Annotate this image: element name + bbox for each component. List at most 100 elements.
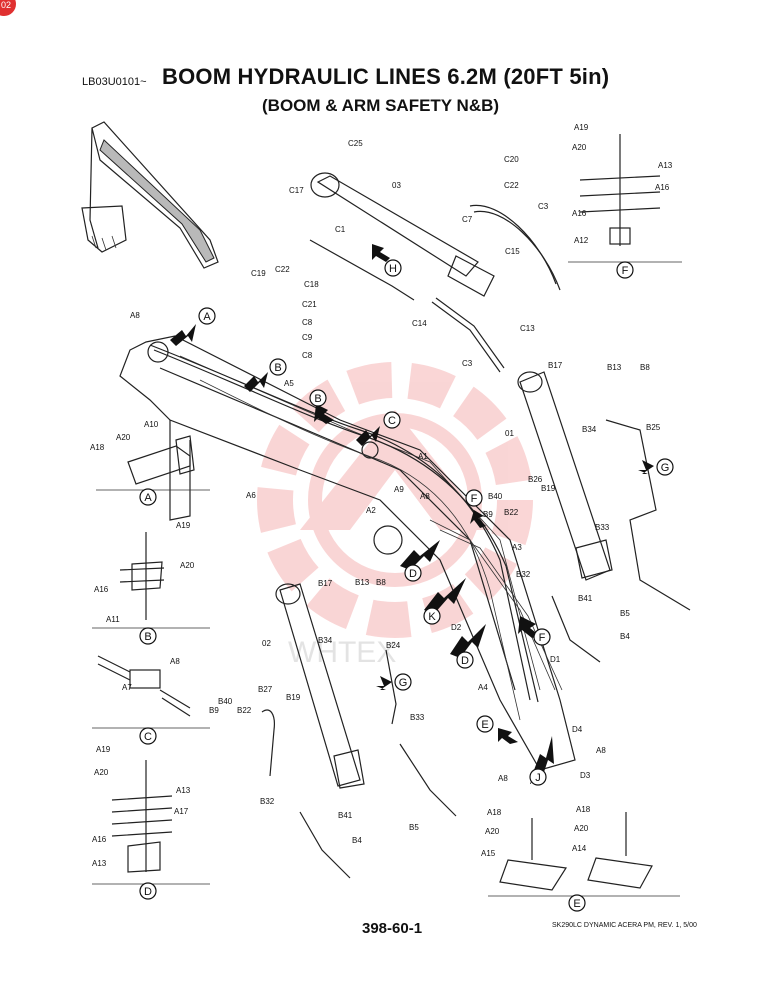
part-label: A12 <box>574 236 589 245</box>
part-label: B13 <box>607 363 622 372</box>
part-label: D3 <box>580 771 591 780</box>
callout-circle <box>383 411 401 429</box>
part-label: B4 <box>352 836 362 845</box>
detail-panel-a <box>96 435 210 491</box>
callout-letter: F <box>539 632 546 644</box>
part-label: C20 <box>504 155 519 164</box>
part-label: A6 <box>246 491 256 500</box>
callout-letter: A <box>144 492 152 504</box>
callout-circle <box>139 488 157 506</box>
part-label: 03 <box>392 181 401 190</box>
part-label: B40 <box>218 697 233 706</box>
callout-circle <box>139 627 157 645</box>
part-label: C15 <box>505 247 520 256</box>
flow-arrows <box>170 244 654 772</box>
part-label: A16 <box>655 183 670 192</box>
callout-letter: E <box>573 898 580 910</box>
part-label: B22 <box>237 706 252 715</box>
part-label: B41 <box>578 594 593 603</box>
callout-circle <box>456 651 474 669</box>
watermark-text: WHTEX <box>288 636 396 669</box>
page-subtitle: (BOOM & ARM SAFETY N&B) <box>262 96 500 115</box>
part-label: B24 <box>386 641 401 650</box>
detail-panel-e <box>488 812 680 897</box>
part-label: A18 <box>90 443 105 452</box>
callout-letter: H <box>389 263 397 275</box>
callout-letter: C <box>144 731 152 743</box>
part-label: A20 <box>485 827 500 836</box>
part-label: C3 <box>538 202 549 211</box>
part-label: A14 <box>572 844 587 853</box>
callout-circle <box>139 882 157 900</box>
part-label: C13 <box>520 324 535 333</box>
part-label: A3 <box>512 543 522 552</box>
part-label: B17 <box>548 361 563 370</box>
callout-circle <box>476 715 494 733</box>
part-label: C14 <box>412 319 427 328</box>
part-label: A16 <box>94 585 109 594</box>
part-label: B13 <box>355 578 370 587</box>
part-label: A13 <box>92 859 107 868</box>
part-label: C18 <box>304 280 319 289</box>
callout-circle <box>394 673 412 691</box>
part-label: C3 <box>462 359 473 368</box>
part-label: B4 <box>620 632 630 641</box>
part-label: D4 <box>572 725 583 734</box>
part-label: C19 <box>251 269 266 278</box>
callout-letter: B <box>144 631 151 643</box>
part-label: A17 <box>174 807 189 816</box>
part-label: A11 <box>106 615 120 624</box>
callout-circle <box>568 894 586 912</box>
part-label: A20 <box>572 143 587 152</box>
part-label: B32 <box>516 570 531 579</box>
part-label: B26 <box>528 475 543 484</box>
part-label: 01 <box>505 429 514 438</box>
part-label: C1 <box>335 225 346 234</box>
page-corner-badge: 02 <box>0 0 16 16</box>
part-label: B22 <box>504 508 519 517</box>
part-label: A10 <box>144 420 159 429</box>
callout-circle <box>139 727 157 745</box>
part-label: A5 <box>284 379 294 388</box>
part-label: A20 <box>574 824 589 833</box>
part-label: B33 <box>595 523 610 532</box>
callout-circle <box>423 607 441 625</box>
callout-circle <box>198 307 216 325</box>
part-label: A19 <box>574 123 589 132</box>
part-label: B34 <box>318 636 333 645</box>
part-label: A16 <box>572 209 587 218</box>
part-label: A18 <box>576 805 591 814</box>
part-label: A13 <box>176 786 191 795</box>
part-label: C21 <box>302 300 317 309</box>
callout-circle <box>269 358 287 376</box>
part-label: A7 <box>122 683 132 692</box>
callout-letter: E <box>481 719 488 731</box>
part-label: A1 <box>418 452 428 461</box>
model-revision-note: SK290LC DYNAMIC ACERA PM, REV. 1, 5/00 <box>552 922 697 929</box>
part-label: A8 <box>498 774 508 783</box>
callout-letter: C <box>388 415 396 427</box>
callout-circle <box>656 458 674 476</box>
callout-letter: G <box>661 462 670 474</box>
part-label: B32 <box>260 797 275 806</box>
part-label: D1 <box>550 655 561 664</box>
part-label: 02 <box>262 639 271 648</box>
part-label: B25 <box>646 423 661 432</box>
callout-letter: G <box>399 677 408 689</box>
callout-letter: J <box>535 772 541 784</box>
callout-letter: F <box>622 265 629 277</box>
part-label: C22 <box>504 181 519 190</box>
callout-letter: B <box>314 393 321 405</box>
part-label: A8 <box>130 311 140 320</box>
page-number: 398-60-1 <box>362 920 423 937</box>
callout-letter: A <box>203 311 211 323</box>
part-label: B17 <box>318 579 333 588</box>
arm-cylinder-03 <box>309 172 561 373</box>
part-label: B5 <box>409 823 419 832</box>
part-label: B9 <box>483 510 493 519</box>
callout-circle <box>384 259 402 277</box>
callout-letter: F <box>471 493 478 505</box>
callout-circle <box>309 389 327 407</box>
callout-circle <box>465 489 483 507</box>
